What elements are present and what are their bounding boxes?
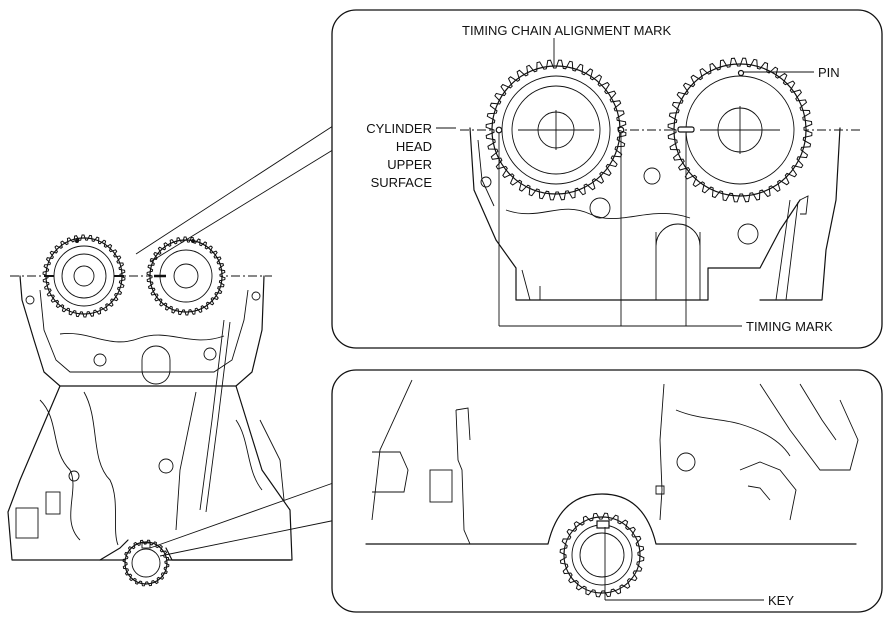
cylinder-head-surface-label-3: UPPER [387,157,432,172]
exhaust-small-teeth [146,236,226,316]
timing-mark-label: TIMING MARK [746,319,833,334]
timing-chain-alignment-mark-label: TIMING CHAIN ALIGNMENT MARK [462,23,672,38]
key-label: KEY [768,593,794,608]
intake-sprocket-teeth [485,59,627,201]
exhaust-sprocket-teeth [667,57,813,203]
crankshaft-sprocket-teeth [559,512,645,598]
pin-label: PIN [818,65,840,80]
intake-cam-sprocket-small [45,237,123,315]
camshaft-detail-panel: TIMING CHAIN ALIGNMENT MARK PIN CYLINDER… [331,9,883,349]
crankshaft-detail-panel: KEY [331,369,883,613]
engine-front-view [7,237,293,585]
intake-small-teeth [42,234,126,318]
crank-sprocket-small [124,541,168,585]
crankshaft-sprocket [563,516,641,594]
cylinder-head-surface-label-4: SURFACE [371,175,433,190]
cylinder-head-surface-label-2: HEAD [396,139,432,154]
cylinder-head-surface-label-1: CYLINDER [366,121,432,136]
exhaust-camshaft-sprocket [673,63,807,197]
intake-camshaft-sprocket [491,65,621,195]
crank-small-teeth [122,539,170,587]
